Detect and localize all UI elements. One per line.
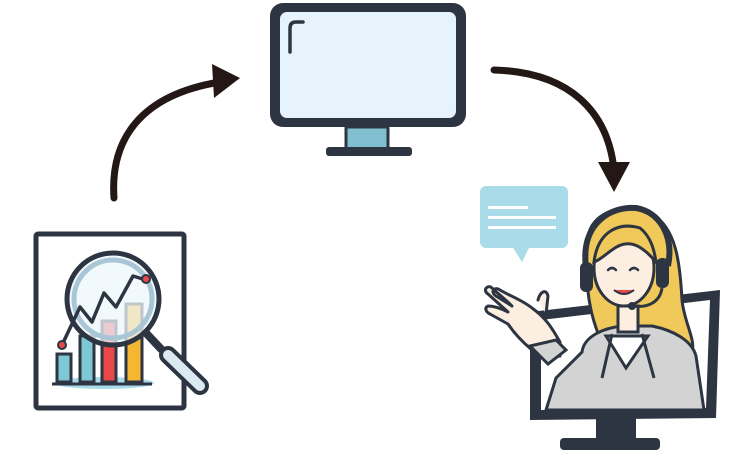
arrowhead-icon — [212, 64, 240, 98]
monitor-screen — [280, 12, 456, 118]
headset-icon — [582, 204, 673, 269]
curved-arrow-icon — [490, 66, 618, 174]
agent-monitor-base — [560, 438, 660, 450]
trend-line — [60, 274, 148, 347]
magnifier-lens — [64, 250, 162, 348]
agent-hand — [484, 285, 562, 359]
headset-agent-icon — [480, 186, 720, 450]
bar — [55, 352, 73, 384]
bar — [78, 334, 96, 384]
chart-magnifier-icon — [33, 231, 209, 411]
speech-bubble-icon — [480, 186, 568, 262]
monitor-base — [326, 147, 412, 156]
monitor-icon — [270, 3, 466, 156]
arrow-report-to-computer — [110, 64, 240, 202]
monitor-stand — [344, 125, 390, 151]
curved-arrow-icon — [110, 78, 224, 202]
arrow-computer-to-agent — [490, 66, 630, 192]
arrowhead-icon — [598, 162, 630, 192]
